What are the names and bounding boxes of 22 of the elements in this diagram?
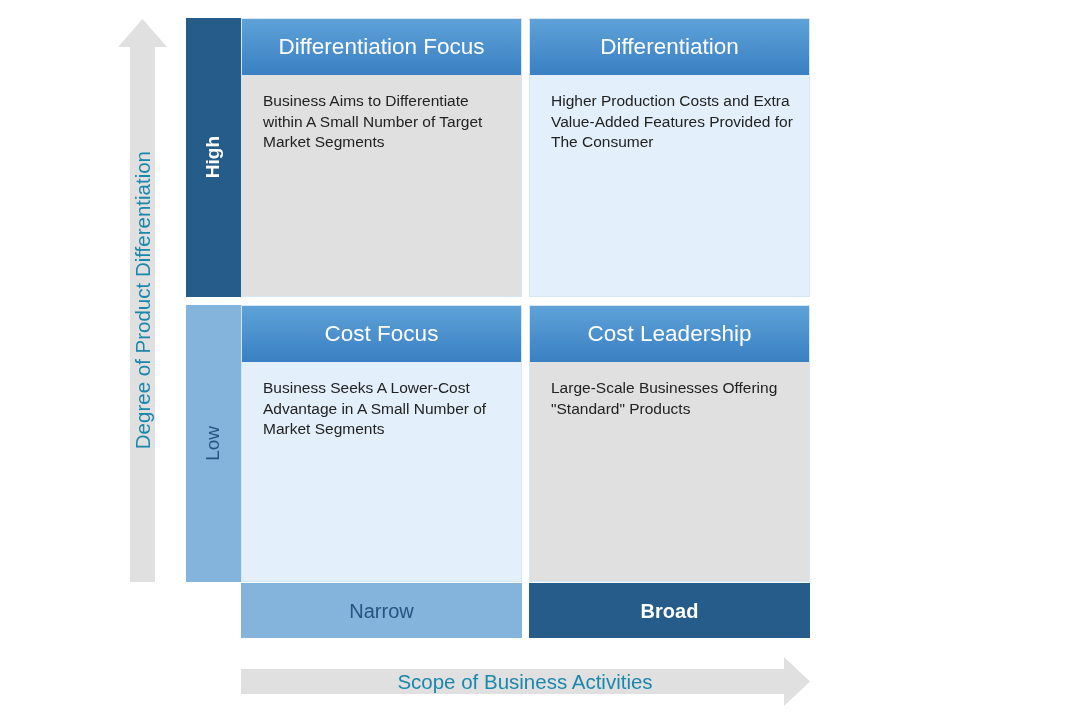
row-header-band	[186, 18, 241, 297]
axis-level-label: Narrow	[349, 598, 414, 623]
quadrant-description: Large-Scale Businesses Offering "Standard" Products	[551, 378, 779, 419]
axis-title: Degree of Product Differentiation	[130, 150, 155, 450]
quadrant-title: Differentiation Focus	[242, 19, 521, 75]
quadrant-description: Business Seeks A Lower-Cost Advantage in A Small Number of Market Segments	[263, 378, 488, 439]
column-header-band	[529, 583, 810, 638]
axis-title: Scope of Business Activities	[397, 670, 653, 694]
quadrant-description: Higher Production Costs and Extra Value-Added Features Provided for The Consumer	[551, 91, 794, 152]
quadrant-title: Differentiation	[530, 19, 809, 75]
quadrant-title: Cost Focus	[242, 306, 521, 362]
quadrant-panel	[529, 305, 810, 582]
axis-level-label: Low	[203, 426, 224, 461]
quadrant-panel	[241, 18, 522, 297]
quadrant-description: Business Aims to Differentiate within A Small Number of Target Market Segments	[263, 91, 484, 152]
quadrant-panel	[241, 305, 522, 582]
row-header-band	[186, 305, 241, 582]
quadrant-title: Cost Leadership	[530, 306, 809, 362]
axis-level-label: High	[203, 136, 224, 179]
quadrant-panel	[529, 18, 810, 297]
column-header-band	[241, 583, 522, 638]
axis-level-label: Broad	[640, 598, 699, 623]
